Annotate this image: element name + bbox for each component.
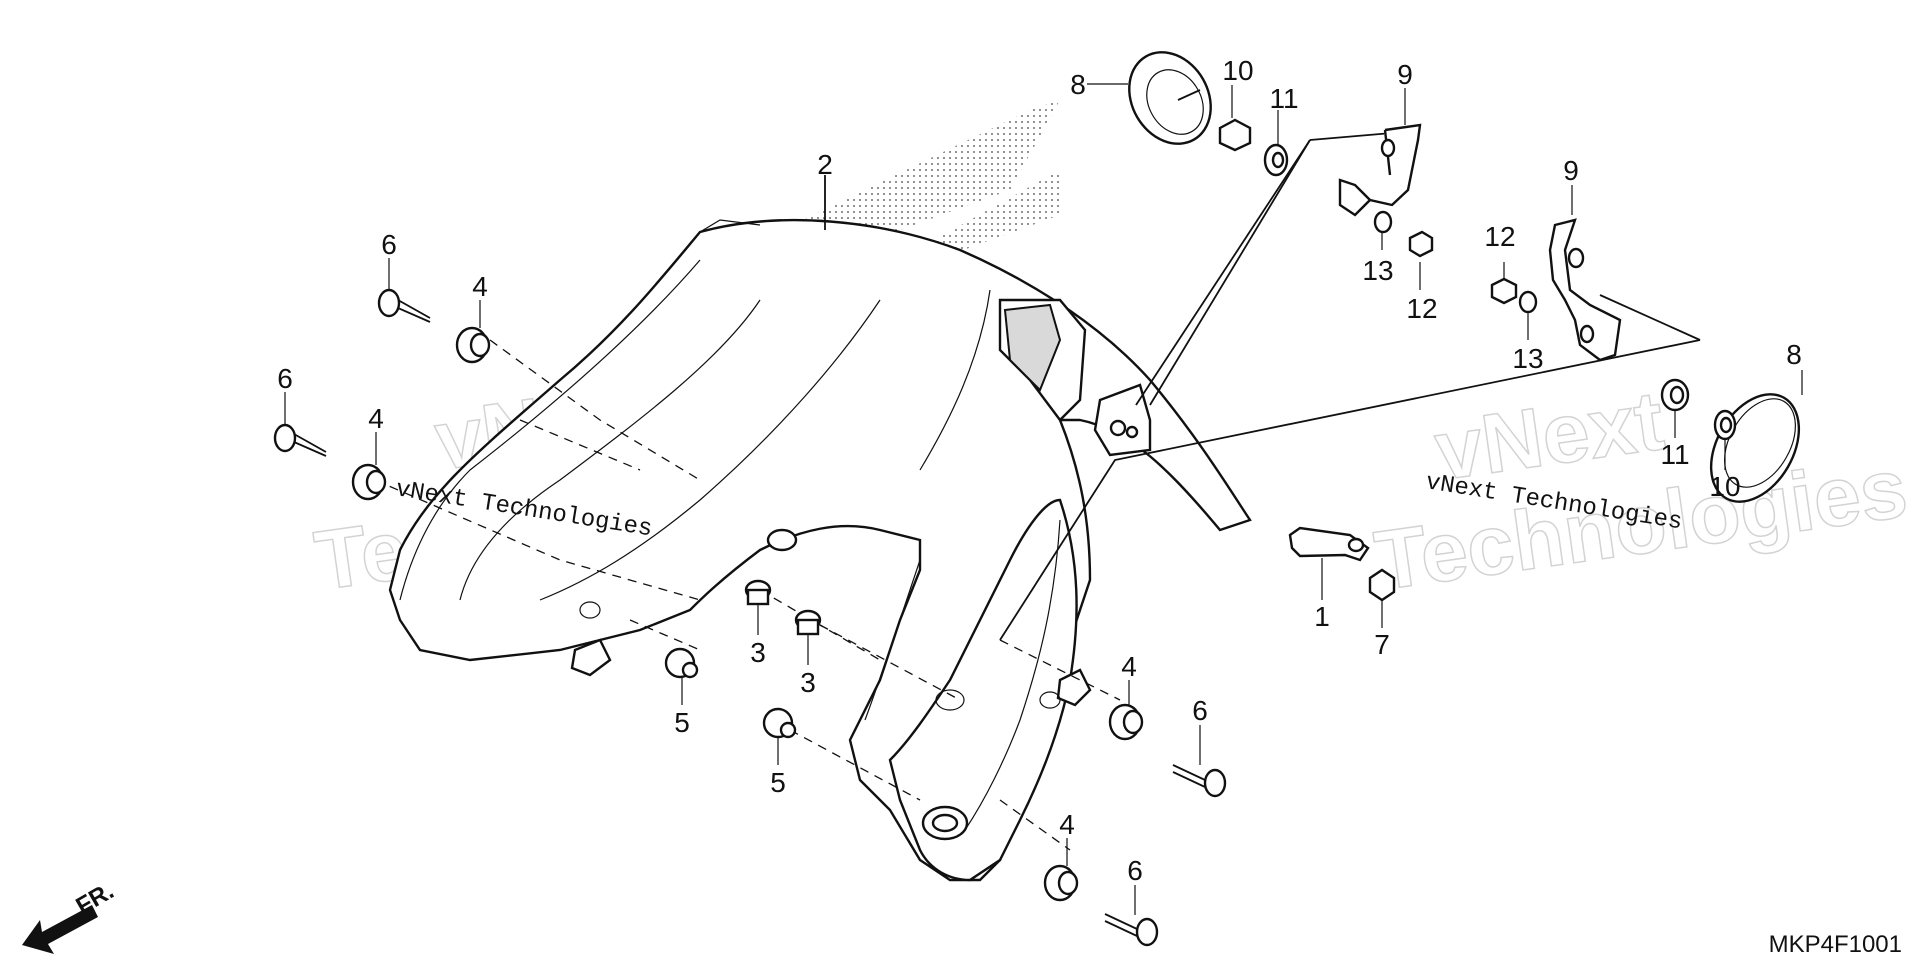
callout-1: 1	[1314, 601, 1330, 632]
collar-3-right	[794, 609, 822, 636]
callout-12-upper: 12	[1406, 293, 1437, 324]
screw-6-upper-left	[377, 288, 431, 323]
washer-13-upper	[1373, 210, 1393, 234]
callout-7: 7	[1374, 629, 1390, 660]
bracket-1	[1288, 526, 1370, 562]
callout-3-left: 3	[750, 637, 766, 668]
nut-12-upper	[1408, 230, 1434, 258]
front-fender	[388, 218, 1252, 882]
callout-6-mid-left: 6	[277, 363, 293, 394]
callout-11-upper: 11	[1269, 83, 1298, 114]
callout-4-right-lower: 4	[1059, 809, 1075, 840]
front-direction-arrow: FR.	[22, 877, 118, 954]
callout-8-upper: 8	[1070, 69, 1086, 100]
collar-3-left	[744, 579, 772, 606]
screw-6-right-lower	[1104, 913, 1159, 947]
callout-9-lower: 9	[1563, 155, 1579, 186]
leader-lines	[374, 132, 1701, 851]
callout-6-right-upper: 6	[1192, 695, 1208, 726]
callout-12-lower: 12	[1484, 221, 1515, 252]
front-arrow-icon	[22, 905, 98, 954]
grommet-4-upper-left	[455, 326, 491, 364]
callout-13-upper: 13	[1362, 255, 1393, 286]
callout-9-upper: 9	[1397, 59, 1413, 90]
callout-6-right-lower: 6	[1127, 855, 1143, 886]
callout-5-left: 5	[674, 707, 690, 738]
callout-4-upper-left: 4	[472, 271, 488, 302]
nut-12-lower	[1490, 277, 1518, 305]
callout-11-lower: 11	[1660, 439, 1689, 470]
grommet-4-mid-left	[351, 463, 387, 501]
callout-4-mid-left: 4	[368, 403, 384, 434]
nut-7	[1368, 568, 1396, 602]
callout-10-lower: 10	[1709, 471, 1740, 502]
callouts: 8 10 11 9 13 12 9 12 13 8 11 10 1 7 2 6 …	[277, 55, 1803, 915]
callout-8-lower: 8	[1786, 339, 1802, 370]
nut-10-upper	[1218, 118, 1252, 152]
bracket-9-lower	[1548, 218, 1622, 362]
screw-6-right-upper	[1172, 764, 1227, 798]
callout-10-upper: 10	[1222, 55, 1253, 86]
callout-13-lower: 13	[1512, 343, 1543, 374]
reflector-8-upper	[1128, 51, 1212, 145]
callout-6-upper-left: 6	[381, 229, 397, 260]
washer-11-lower	[1660, 378, 1690, 412]
callout-2: 2	[817, 149, 833, 180]
washer-11-upper	[1263, 143, 1289, 177]
grommet-4-right-lower	[1043, 864, 1079, 902]
screw-6-mid-left	[273, 423, 327, 457]
mount-5-right	[762, 707, 797, 739]
grommet-4-right-upper	[1108, 703, 1144, 741]
callout-3-right: 3	[800, 667, 816, 698]
nut-10-lower	[1713, 409, 1737, 441]
mount-5-left	[664, 647, 699, 679]
callout-4-right-upper: 4	[1121, 651, 1137, 682]
callout-5-right: 5	[770, 767, 786, 798]
bracket-9-upper	[1338, 123, 1422, 217]
washer-13-lower	[1518, 290, 1538, 314]
drawing-code: MKP4F1001	[1769, 931, 1902, 958]
